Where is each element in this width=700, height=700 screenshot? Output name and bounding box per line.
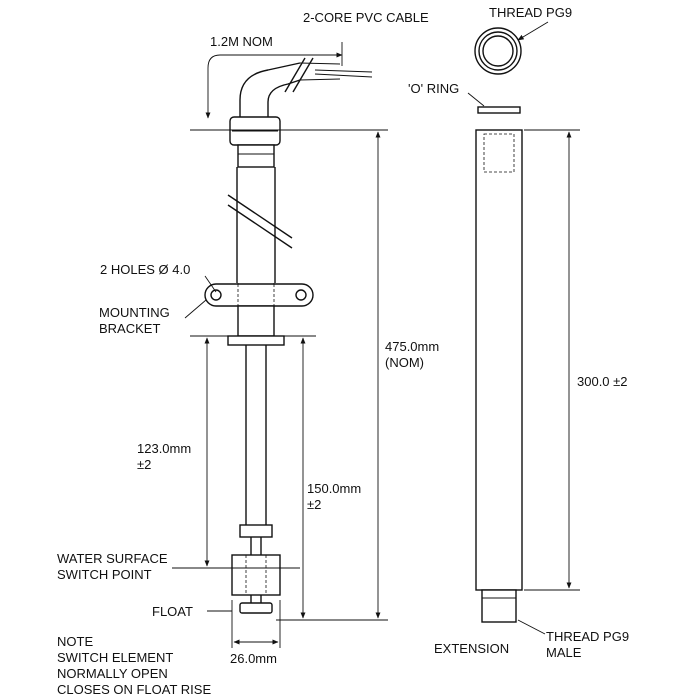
extension-tube [475,129,523,623]
o-ring [477,106,521,114]
thread-top-leader [517,21,549,41]
extension-assembly [467,21,580,635]
label-thread-bottom-2: MALE [546,645,582,660]
cable-length-arrow [205,52,343,119]
label-dim-150-2: ±2 [307,497,321,512]
cable [239,57,373,117]
label-float: FLOAT [152,604,193,619]
label-thread-bottom-1: THREAD PG9 [546,629,629,644]
label-dim-123-2: ±2 [137,457,151,472]
bracket-leader [184,299,207,319]
label-note-2: SWITCH ELEMENT [57,650,173,665]
float-body [231,554,281,614]
stem [239,345,273,555]
label-float-width: 26.0mm [230,651,277,666]
lower-housing [227,305,285,346]
label-bracket-2: BRACKET [99,321,160,336]
o-ring-leader [467,92,485,107]
label-dim-150-1: 150.0mm [307,481,361,496]
label-cable: 2-CORE PVC CABLE [303,10,429,25]
labels: 2-CORE PVC CABLE 1.2M NOM THREAD PG9 'O'… [57,5,629,697]
holes-leader [204,275,217,293]
label-water-2: SWITCH POINT [57,567,152,582]
thread-bottom-leader [517,619,546,635]
label-holes: 2 HOLES Ø 4.0 [100,262,190,277]
label-note-3: NORMALLY OPEN [57,666,168,681]
label-dim-300: 300.0 ±2 [577,374,628,389]
label-thread-top: THREAD PG9 [489,5,572,20]
mounting-bracket [204,283,314,307]
dimensions-left [184,42,388,648]
float-switch-assembly [172,57,373,614]
label-cable-length: 1.2M NOM [210,34,273,49]
label-water-1: WATER SURFACE [57,551,168,566]
label-overall-2: (NOM) [385,355,424,370]
label-o-ring: 'O' RING [408,81,459,96]
thread-ring [474,27,522,75]
label-note-4: CLOSES ON FLOAT RISE [57,682,211,697]
cable-gland [229,116,281,168]
label-bracket-1: MOUNTING [99,305,170,320]
label-note-1: NOTE [57,634,93,649]
label-overall-1: 475.0mm [385,339,439,354]
label-extension: EXTENSION [434,641,509,656]
label-dim-123-1: 123.0mm [137,441,191,456]
